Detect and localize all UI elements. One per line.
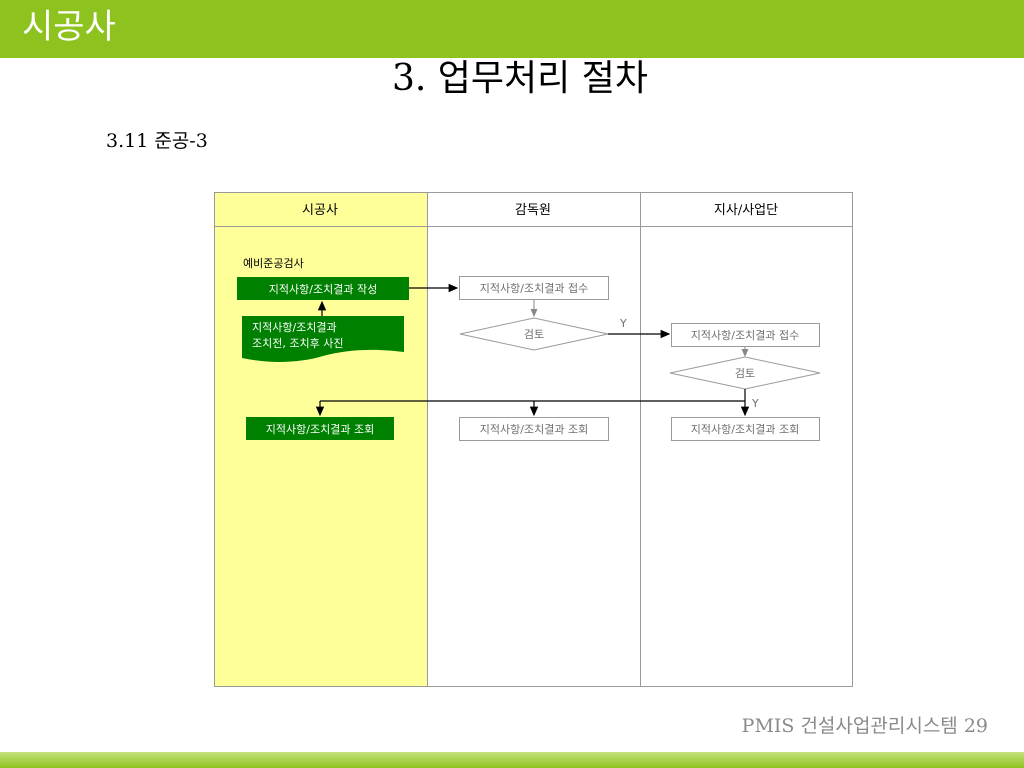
process-contractor-view <box>246 417 394 440</box>
process-branch-receive-label: 지적사항/조치결과 접수 <box>691 329 799 342</box>
decision-branch-review-label: 검토 <box>735 367 755 380</box>
document-label-line2: 조치전, 조치후 사진 <box>252 337 343 350</box>
banner-title: 시공사 <box>22 7 116 47</box>
process-supervisor-view-label: 지적사항/조치결과 조회 <box>480 423 588 436</box>
bottom-banner <box>0 752 1024 768</box>
process-branch-receive <box>671 323 820 347</box>
process-branch-view-label: 지적사항/조치결과 조회 <box>691 423 799 436</box>
process-contractor-view-label: 지적사항/조치결과 조회 <box>266 423 374 436</box>
decision-branch-review <box>669 356 821 390</box>
process-supervisor-receive <box>459 276 609 300</box>
decision-supervisor-review-label: 검토 <box>524 328 544 341</box>
footer-text: PMIS 건설사업관리시스템 29 <box>741 715 988 737</box>
section-subtitle: 3.11 준공-3 <box>106 130 208 152</box>
page-title: 3. 업무처리 절차 <box>392 58 648 99</box>
top-banner: 시공사 <box>0 0 1024 58</box>
process-branch-view <box>671 417 820 441</box>
process-supervisor-view <box>459 417 609 441</box>
process-contractor-write <box>237 277 409 300</box>
lane-header-contractor: 시공사 <box>302 203 338 218</box>
document-contractor-photos <box>242 316 404 362</box>
decision-branch-yes-label: Y <box>751 397 759 410</box>
lane-header-branch: 지사/사업단 <box>714 203 778 218</box>
stage-label: 예비준공검사 <box>243 257 304 270</box>
swimlane-table-border <box>214 192 853 687</box>
lane-header-supervisor: 감독원 <box>515 203 551 218</box>
decision-supervisor-yes-label: Y <box>619 317 627 330</box>
process-contractor-write-label: 지적사항/조치결과 작성 <box>269 283 377 296</box>
document-label-line1: 지적사항/조치결과 <box>252 321 337 334</box>
process-supervisor-receive-label: 지적사항/조치결과 접수 <box>480 282 588 295</box>
